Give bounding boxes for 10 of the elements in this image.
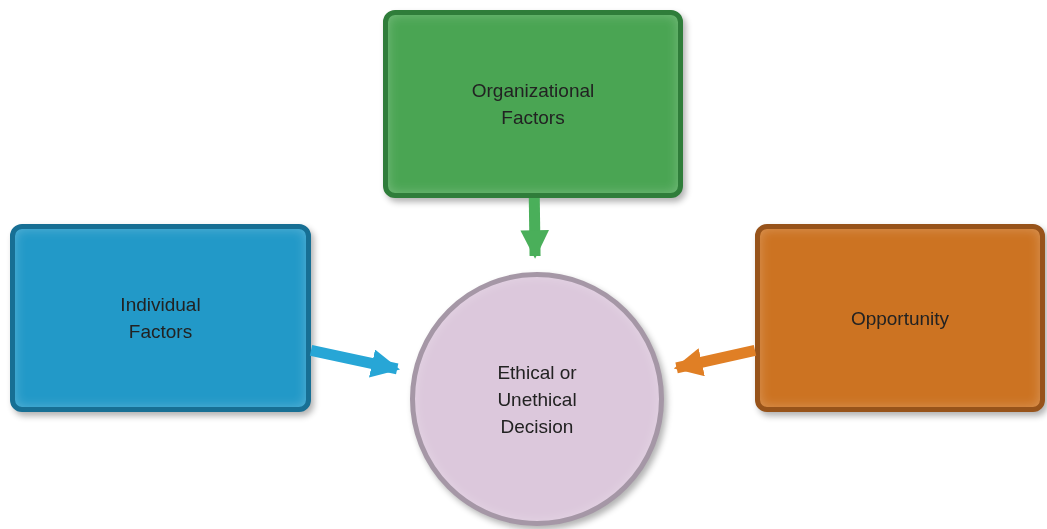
- node-label: Individual Factors: [119, 293, 202, 344]
- factor-box: [755, 224, 1045, 412]
- arrow: [520, 197, 549, 259]
- arrow: [673, 345, 757, 377]
- node-label: Organizational Factors: [470, 79, 596, 130]
- node-label: Ethical or Unethical Decision: [496, 360, 578, 439]
- factor-box: [383, 10, 683, 198]
- arrow: [309, 345, 400, 378]
- node-label: Opportunity: [850, 306, 950, 331]
- factor-box: [10, 224, 311, 412]
